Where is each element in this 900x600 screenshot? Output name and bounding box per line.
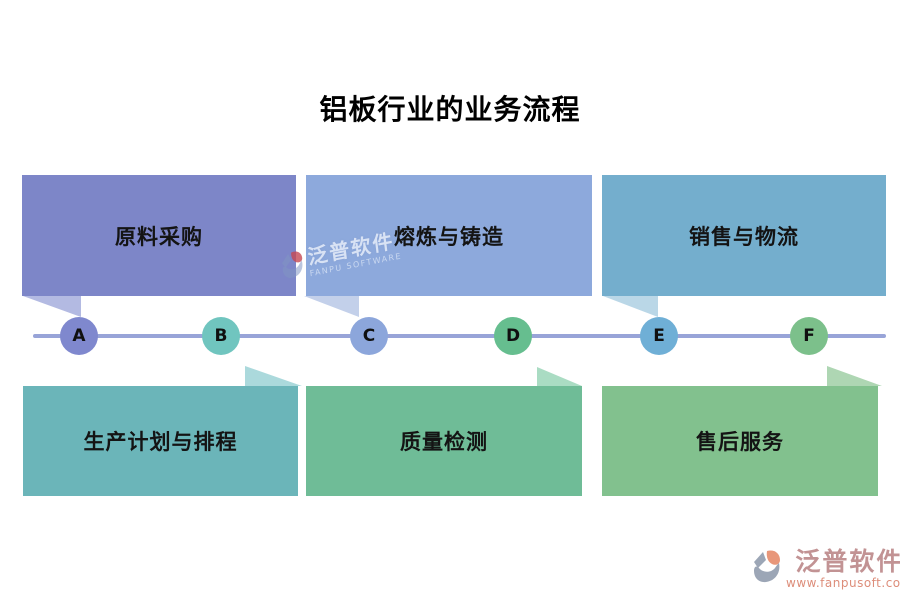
stage-label: 质量检测 — [400, 429, 488, 454]
page-title: 铝板行业的业务流程 — [319, 93, 581, 126]
timeline-line — [33, 334, 886, 338]
timeline-dot-a: A — [60, 317, 98, 355]
timeline-dot-d: D — [494, 317, 532, 355]
footer-brand: 泛普软件 — [795, 547, 900, 576]
stage-label: 熔炼与铸造 — [394, 223, 504, 249]
timeline-dot-c: C — [350, 317, 388, 355]
callout-tail-a — [23, 296, 81, 317]
callout-tail-f — [827, 366, 882, 386]
stage-label: 销售与物流 — [689, 223, 799, 249]
callout-tail-c — [304, 296, 359, 317]
timeline-dot-b: B — [202, 317, 240, 355]
timeline-dot-e: E — [640, 317, 678, 355]
stage-label: 生产计划与排程 — [83, 429, 238, 454]
stage-label: 售后服务 — [696, 429, 784, 454]
stage-box-b-production-planning: 生产计划与排程 — [23, 386, 298, 496]
stage-box-c-melting-casting: 熔炼与铸造 — [306, 175, 592, 296]
callout-tail-e — [603, 296, 658, 317]
dot-letter: D — [505, 326, 521, 346]
stage-box-e-sales-logistics: 销售与物流 — [602, 175, 886, 296]
timeline-dot-f: F — [790, 317, 828, 355]
dot-letter: C — [362, 326, 376, 346]
fanpu-logo-icon — [752, 549, 782, 589]
footer-url: www.fanpusoft.com — [786, 576, 900, 590]
footer-logo-text: 泛普软件 www.fanpusoft.com — [786, 549, 900, 589]
callout-tail-d — [537, 367, 582, 386]
dot-letter: E — [653, 326, 665, 346]
stage-label: 原料采购 — [115, 223, 203, 249]
stage-box-f-after-sales: 售后服务 — [602, 386, 878, 496]
callout-tail-b — [245, 366, 302, 386]
dot-letter: F — [803, 326, 815, 346]
fanpu-footer-logo: 泛普软件 www.fanpusoft.com — [752, 549, 900, 589]
dot-letter: B — [214, 326, 228, 346]
dot-letter: A — [72, 326, 86, 346]
stage-box-d-quality-inspection: 质量检测 — [306, 386, 582, 496]
stage-box-a-raw-material: 原料采购 — [22, 175, 296, 296]
